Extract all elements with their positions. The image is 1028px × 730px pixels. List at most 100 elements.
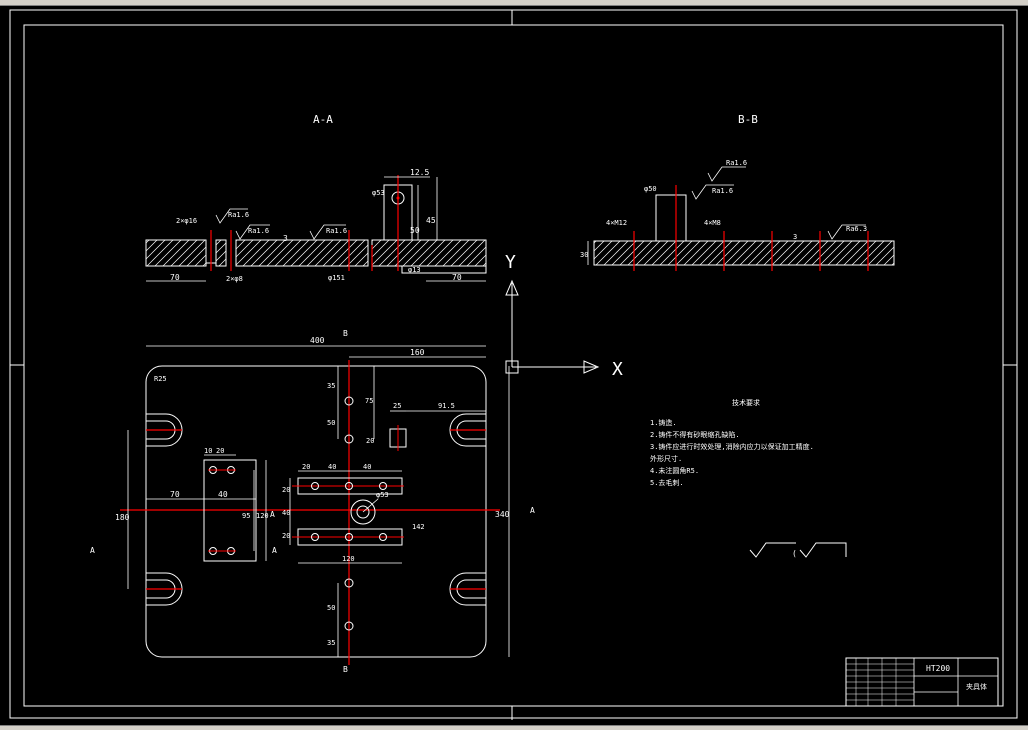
central-bore-inner (356, 505, 370, 519)
rail-hole-3 (379, 482, 387, 490)
section-a-view: 70 70 12.5 45 50 3 φ151 2×φ8 φ13 2×φ16 φ… (145, 168, 487, 283)
plan-dim-75: 75 (365, 397, 373, 405)
section-a-step (401, 266, 487, 274)
plan-dim-142: 142 (412, 523, 425, 531)
section-b-dim-boss: φ50 (644, 185, 657, 193)
left-pad (203, 459, 257, 562)
section-a-dim-right: 70 (452, 273, 462, 282)
plan-dim-35-bottom: 35 (327, 639, 335, 647)
section-a-dim-top: 12.5 (410, 168, 429, 177)
notes-item-3: 3.铸件应进行时效处理,消除内应力以保证加工精度. (650, 442, 814, 451)
axis-y-label: Y (505, 252, 516, 273)
plan-dim-10: 10 (204, 447, 212, 455)
plan-dim-50-top: 50 (327, 419, 335, 427)
plan-dim-40-a: 40 (218, 490, 228, 499)
roughness-symbol-general-1 (749, 542, 796, 558)
v-hole-1 (344, 396, 354, 406)
ucs-axes[interactable]: Y X (505, 252, 623, 380)
notes-heading: 技术要求 (732, 398, 760, 407)
section-a-hatch-4 (371, 239, 487, 267)
section-mark-b-top: B (343, 329, 348, 338)
plan-dim-20-v: 20 (282, 486, 290, 494)
plan-dim-25: 25 (393, 402, 401, 410)
section-a-dim-boss-hole: 50 (410, 226, 420, 235)
plan-view: 400 160 340 180 35 50 75 25 91.5 20 10 2… (90, 329, 535, 674)
plan-dim-400: 400 (310, 336, 325, 345)
roughness-paren-open: ( (792, 549, 797, 558)
section-b-dim-thickness: 30 (580, 251, 588, 259)
central-bore-leader (362, 498, 379, 513)
section-a-hatch-3 (235, 239, 369, 267)
v-hole-4 (344, 621, 354, 631)
roughness-symbol-general-2 (799, 542, 847, 558)
plan-dim-40-v: 40 (282, 509, 290, 517)
section-a-dim-bore: φ151 (328, 274, 345, 282)
section-a-dim-boss-height: 45 (426, 216, 436, 225)
section-b-roughness-symbol-3 (827, 224, 866, 240)
section-a-dim-small-hole: 2×φ8 (226, 275, 243, 283)
plan-dim-120-v: 120 (256, 512, 269, 520)
v-hole-3 (344, 578, 354, 588)
plan-dim-corner: R25 (154, 375, 167, 383)
outer-frame (9, 9, 1018, 719)
notes-item-6: 5.去毛刺. (650, 478, 684, 487)
section-a-roughness-symbol-1 (215, 208, 248, 224)
central-bore-outer (350, 499, 376, 525)
plan-dim-50-bottom: 50 (327, 604, 335, 612)
title-block-material: HT200 (926, 664, 950, 673)
axis-x-label: X (612, 359, 623, 380)
section-b-roughness-1: Ra1.6 (726, 159, 747, 167)
axis-x-arrow (583, 360, 600, 374)
plan-dim-20-a: 20 (216, 447, 224, 455)
notes-item-5: 4.未注圆角R5. (650, 466, 699, 475)
drawing-canvas[interactable]: A-A B-B 7 (0, 5, 1028, 725)
section-a-callout-bore: φ53 (372, 189, 385, 197)
axis-y-arrow (505, 279, 519, 296)
section-mark-a-lower: A (272, 546, 277, 555)
section-a-roughness-symbol-3 (309, 224, 346, 240)
section-a-roughness-2: Ra1.6 (248, 227, 269, 235)
window-top-strip (0, 0, 1028, 6)
plan-dim-120-h: 120 (342, 555, 355, 563)
section-a-roughness-1: Ra1.6 (228, 211, 249, 219)
plan-dim-180: 180 (115, 513, 130, 522)
section-a-hatch-2 (215, 239, 227, 267)
rail-hole-2 (345, 482, 353, 490)
section-a-dim-left: 70 (170, 273, 180, 282)
section-b-callout-holes-2: 4×M8 (704, 219, 721, 227)
notes-item-2: 2.铸件不得有砂眼缩孔缺陷. (650, 430, 740, 439)
notes-item-1: 1.铸造. (650, 418, 677, 427)
section-b-roughness-symbol-2 (691, 184, 734, 200)
section-mark-a-center: A (270, 510, 275, 519)
axis-origin-box (505, 360, 519, 374)
section-b-dim-depth: 3 (793, 233, 797, 241)
rail-hole-1 (311, 482, 319, 490)
plan-dim-340: 340 (495, 510, 510, 519)
rail-hole-6 (379, 533, 387, 541)
plan-dim-95: 95 (242, 512, 250, 520)
plan-dim-160: 160 (410, 348, 425, 357)
section-a-callout-holes: 2×φ16 (176, 217, 197, 225)
plan-dim-35-top: 35 (327, 382, 335, 390)
plan-dim-20-v2: 20 (282, 532, 290, 540)
plan-dim-20-b: 20 (302, 463, 310, 471)
plan-dim-40-b: 40 (328, 463, 336, 471)
plan-outline (145, 365, 487, 658)
title-block-drawing-name: 夹具体 (966, 682, 987, 691)
section-mark-b-bottom: B (343, 665, 348, 674)
section-b-view: 30 3 4×M12 4×M8 Ra1.6 Ra1.6 Ra6.3 φ50 (580, 159, 895, 271)
section-b-boss (655, 194, 687, 242)
plan-dim-91-5: 91.5 (438, 402, 455, 410)
title-block: HT200 夹具体 (845, 657, 999, 707)
v-hole-2 (344, 434, 354, 444)
section-a-dim-depth: 3 (283, 234, 288, 243)
plan-dim-40-c: 40 (363, 463, 371, 471)
rail-hole-4 (311, 533, 319, 541)
section-b-callout-holes-1: 4×M12 (606, 219, 627, 227)
rail-hole-5 (345, 533, 353, 541)
section-b-roughness-symbol-1 (707, 166, 746, 182)
window-bottom-strip (0, 725, 1028, 730)
plan-dim-70: 70 (170, 490, 180, 499)
section-b-plate (593, 240, 895, 266)
